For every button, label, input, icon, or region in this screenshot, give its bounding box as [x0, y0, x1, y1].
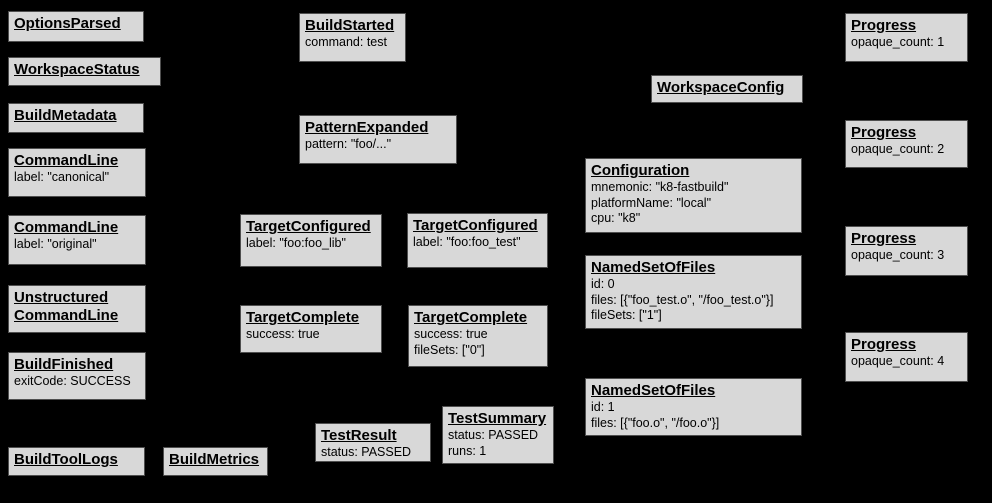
node-workspace-status: WorkspaceStatus: [8, 57, 161, 86]
node-title: Progress: [851, 336, 917, 353]
node-title: WorkspaceConfig: [657, 79, 785, 96]
node-field: label: "foo:foo_lib": [246, 236, 346, 250]
node-title: BuildMetadata: [14, 107, 117, 124]
node-field: platformName: "local": [591, 195, 712, 210]
node-options-parsed: OptionsParsed: [8, 11, 144, 42]
node-title: CommandLine: [14, 219, 119, 236]
node-field: cpu: "k8": [591, 211, 641, 226]
node-title: TargetComplete: [246, 309, 360, 326]
node-title: PatternExpanded: [305, 119, 429, 136]
node-field: success: true: [414, 327, 488, 341]
node-title: Unstructured CommandLine: [14, 289, 119, 324]
node-title: Configuration: [591, 162, 690, 179]
node-field: label: "original": [14, 237, 97, 251]
node-build-metrics: BuildMetrics: [163, 447, 268, 476]
node-field: opaque_count: 2: [851, 142, 945, 156]
node-title: BuildStarted: [305, 17, 395, 34]
node-field: opaque_count: 3: [851, 248, 945, 262]
node-field: fileSets: ["0"]: [414, 342, 485, 357]
node-field: id: 0: [591, 277, 615, 291]
node-title: NamedSetOfFiles: [591, 382, 716, 399]
node-title: WorkspaceStatus: [14, 61, 140, 78]
node-field: exitCode: SUCCESS: [14, 374, 131, 388]
node-field: opaque_count: 1: [851, 35, 945, 49]
node-title: TestResult: [321, 427, 397, 444]
node-title: BuildFinished: [14, 356, 114, 373]
node-title: TargetConfigured: [246, 218, 371, 235]
node-unstructured-command-line: Unstructured CommandLine: [8, 285, 146, 333]
node-field: id: 1: [591, 400, 615, 414]
node-title: BuildToolLogs: [14, 451, 118, 468]
node-title: OptionsParsed: [14, 15, 121, 32]
node-field: pattern: "foo/...": [305, 137, 392, 151]
node-field: mnemonic: "k8-fastbuild": [591, 180, 729, 194]
node-title: CommandLine: [14, 152, 119, 169]
node-build-metadata: BuildMetadata: [8, 103, 144, 133]
node-field: files: [{"foo_test.o", "/foo_test.o"}]: [591, 292, 774, 307]
node-field: success: true: [246, 327, 320, 341]
node-field: status: PASSED: [321, 445, 412, 459]
node-title: NamedSetOfFiles: [591, 259, 716, 276]
node-workspace-config: WorkspaceConfig: [651, 75, 803, 103]
node-title: Progress: [851, 124, 917, 141]
node-field: command: test: [305, 35, 387, 49]
node-title: BuildMetrics: [169, 451, 260, 468]
node-field: label: "foo:foo_test": [413, 235, 521, 249]
node-field: status: PASSED: [448, 428, 539, 442]
node-field: label: "canonical": [14, 170, 110, 184]
node-field: opaque_count: 4: [851, 354, 945, 368]
node-title: Progress: [851, 17, 917, 34]
node-title: TargetComplete: [414, 309, 528, 326]
node-field: runs: 1: [448, 443, 487, 458]
node-field: files: [{"foo.o", "/foo.o"}]: [591, 415, 720, 430]
node-title: Progress: [851, 230, 917, 247]
node-build-tool-logs: BuildToolLogs: [8, 447, 145, 476]
node-title: TargetConfigured: [413, 217, 538, 234]
node-title: TestSummary: [448, 410, 547, 427]
node-field: fileSets: ["1"]: [591, 308, 662, 323]
